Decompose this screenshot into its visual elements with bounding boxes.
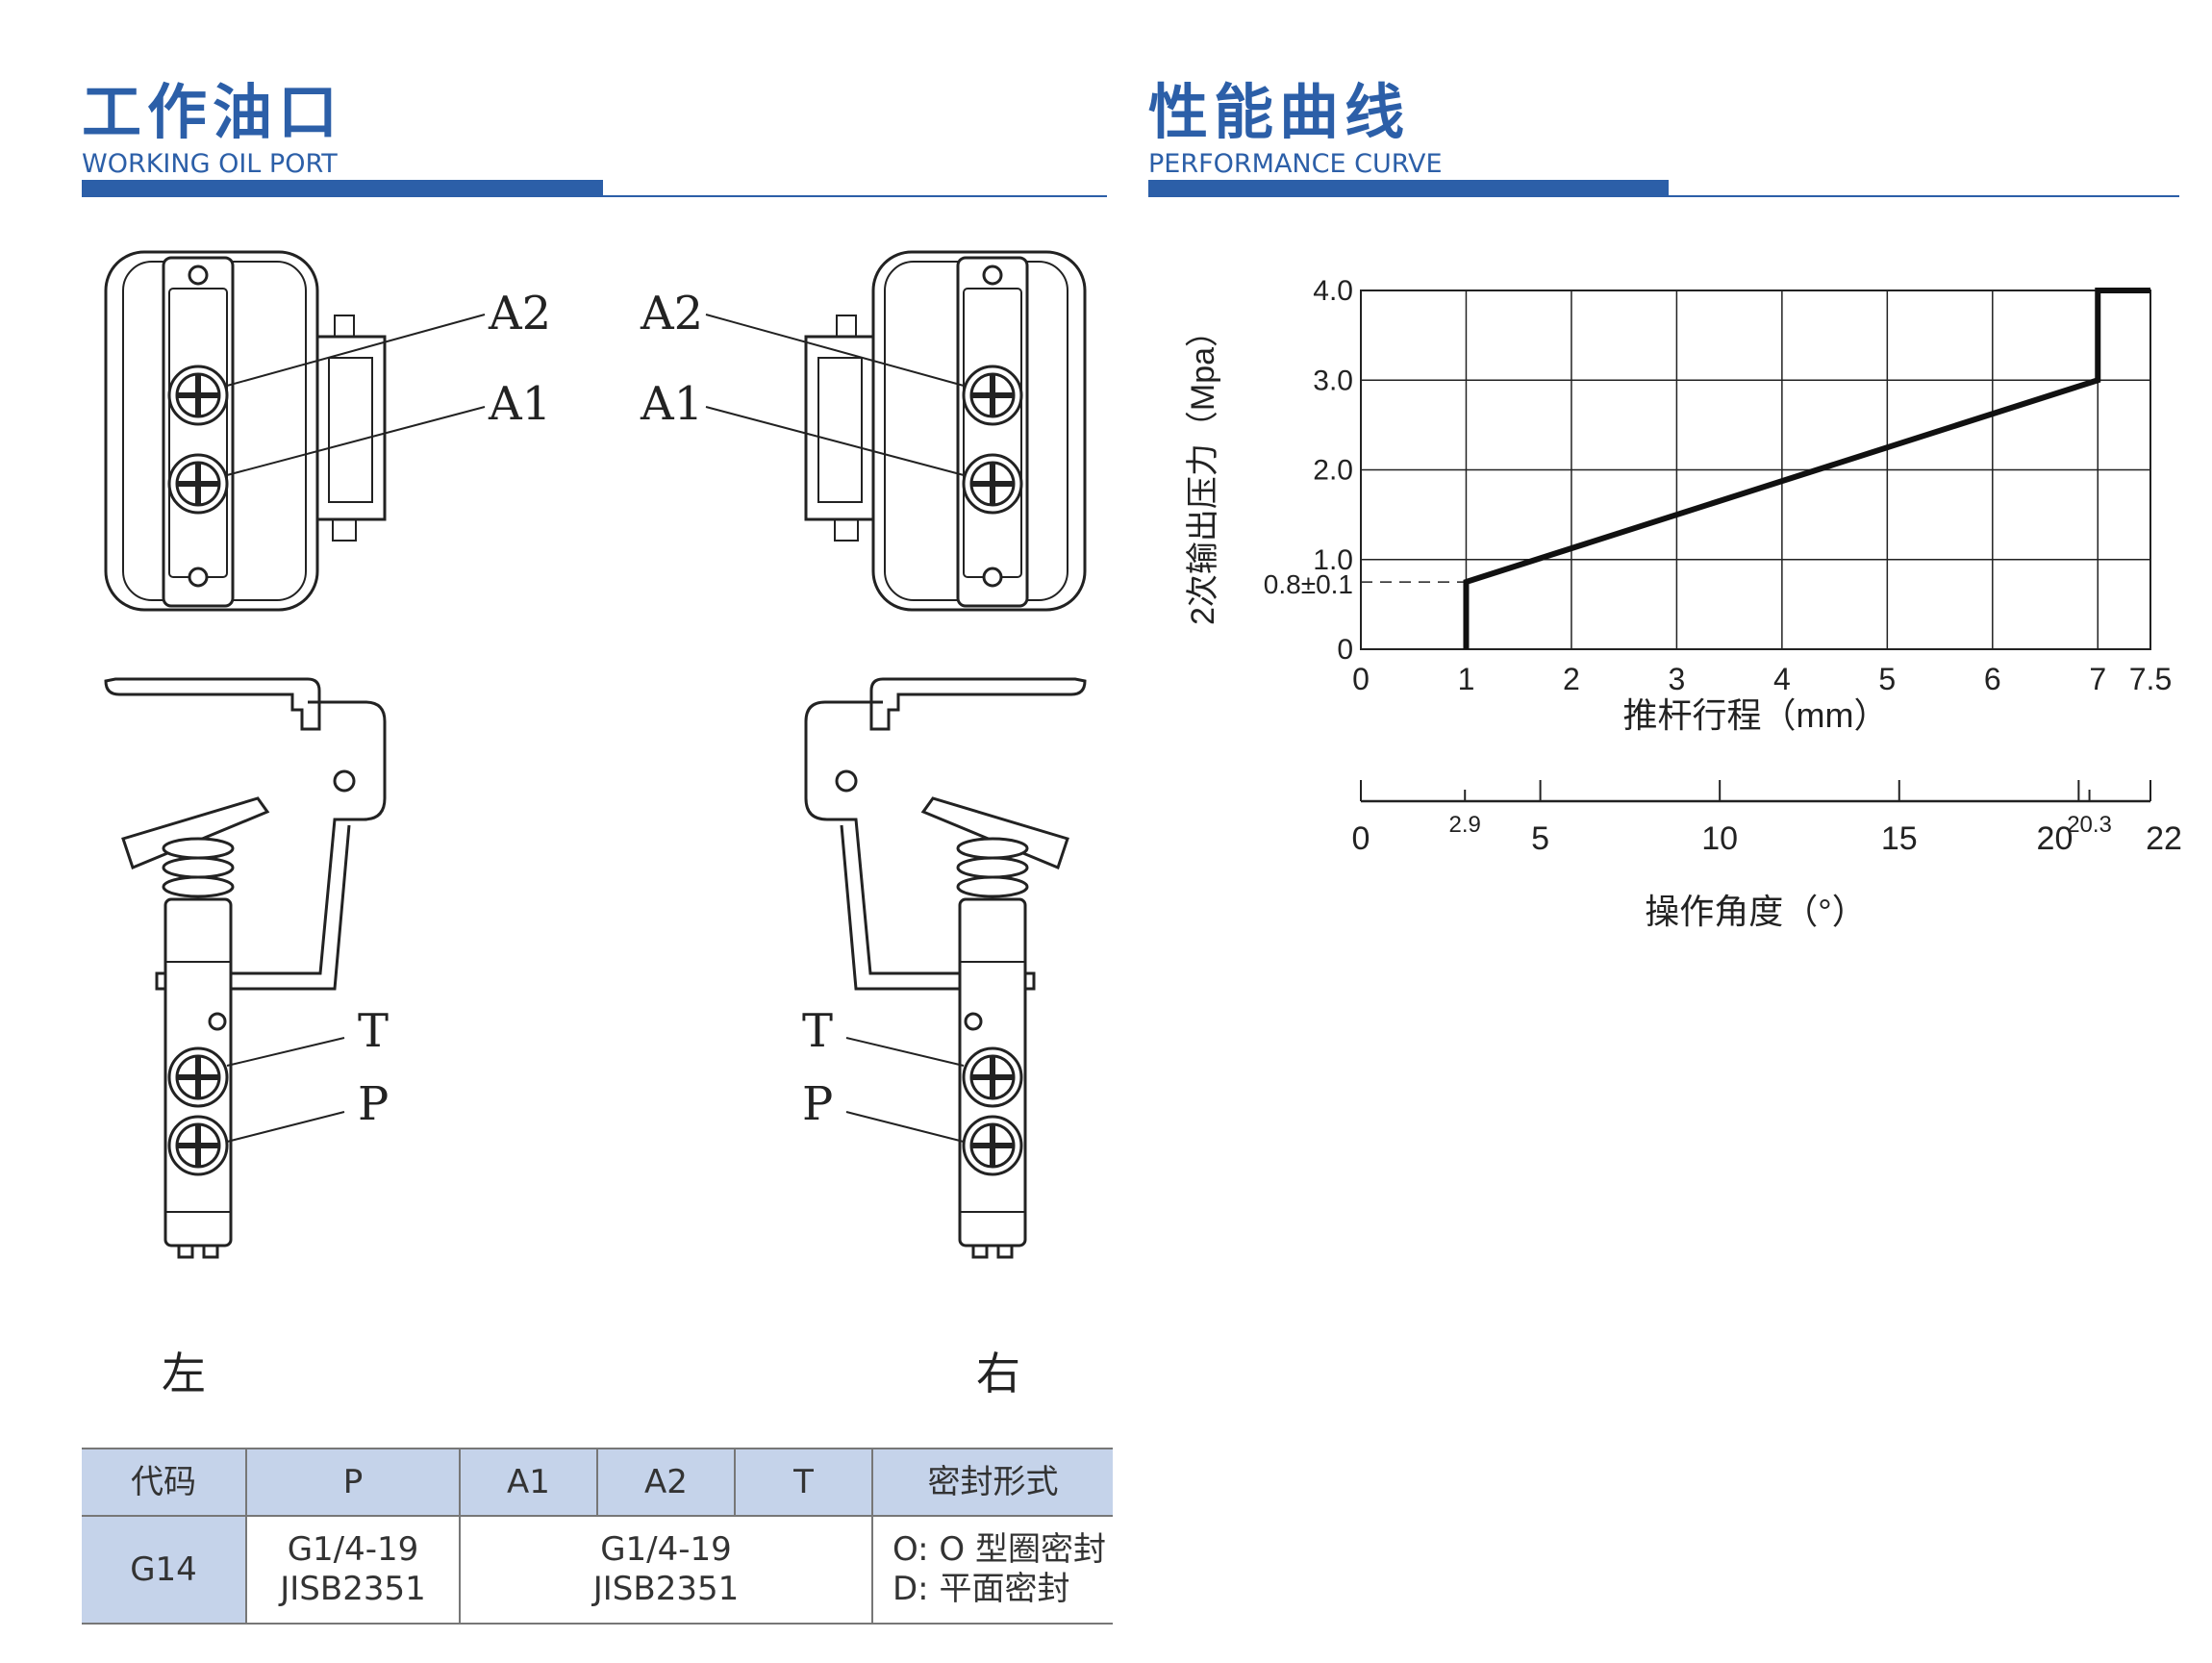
table-header-row: 代码 P A1 A2 T 密封形式 bbox=[82, 1448, 1113, 1517]
y-tick-label: 0 bbox=[1337, 634, 1353, 666]
angle-tick-label: 15 bbox=[1881, 820, 1918, 857]
y-tick-label: 1.0 bbox=[1313, 544, 1353, 576]
y-tick-label: 2.0 bbox=[1313, 455, 1353, 487]
angle-tick-label: 10 bbox=[1701, 820, 1738, 857]
cell-p-line1: G1/4-19 bbox=[287, 1530, 419, 1570]
cell-seal-line2: D: 平面密封 bbox=[892, 1570, 1070, 1608]
right-variant-label: 右 bbox=[976, 1348, 1020, 1399]
cell-code: G14 bbox=[82, 1515, 247, 1625]
cell-seal-line1: O: O 型圈密封 bbox=[892, 1530, 1106, 1570]
x-tick-label: 1 bbox=[1458, 662, 1475, 696]
cell-p-line2: JISB2351 bbox=[280, 1570, 426, 1608]
angle-axis-label: 操作角度（°） bbox=[1645, 892, 1866, 931]
performance-curve-subtitle: PERFORMANCE CURVE bbox=[1148, 149, 1443, 179]
x-axis-label: 推杆行程（mm） bbox=[1623, 695, 1889, 735]
x-tick-label: 7 bbox=[2089, 662, 2106, 696]
title-accent-bar bbox=[1148, 180, 1669, 195]
port-label-t-right: T bbox=[802, 1004, 834, 1058]
x-tick-label: 6 bbox=[1984, 662, 2001, 696]
pressure-curve bbox=[1463, 288, 2150, 649]
x-tick-label: 4 bbox=[1773, 662, 1791, 696]
x-tick-label: 3 bbox=[1669, 662, 1686, 696]
cell-a-line2: JISB2351 bbox=[592, 1570, 740, 1608]
angle-tick-label: 22 bbox=[2146, 820, 2182, 857]
header-code: 代码 bbox=[82, 1448, 247, 1517]
y-axis-label: 2次输出压力（Mpa） bbox=[1185, 315, 1221, 625]
angle-tick-label: 2.9 bbox=[1449, 812, 1481, 838]
port-label-a2-left: A2 bbox=[489, 287, 552, 340]
port-label-a1-right: A1 bbox=[641, 377, 704, 431]
header-a2: A2 bbox=[596, 1448, 736, 1517]
performance-curve-title: 性能曲线 bbox=[1148, 77, 1411, 147]
title-rule bbox=[1148, 195, 2179, 197]
x-tick-label: 2 bbox=[1563, 662, 1580, 696]
cell-a-line1: G1/4-19 bbox=[600, 1530, 732, 1570]
angle-tick-label: 20 bbox=[2037, 820, 2074, 857]
port-label-a1-left: A1 bbox=[489, 377, 552, 431]
header-p: P bbox=[245, 1448, 461, 1517]
port-label-p-right: P bbox=[802, 1077, 834, 1131]
x-tick-label: 7.5 bbox=[2129, 662, 2172, 696]
port-label-t-left: T bbox=[358, 1004, 390, 1058]
header-a1: A1 bbox=[459, 1448, 598, 1517]
tolerance-label: 0.8±0.1 bbox=[1264, 569, 1353, 599]
working-oil-port-subtitle: WORKING OIL PORT bbox=[82, 149, 338, 179]
header-t: T bbox=[734, 1448, 873, 1517]
angle-tick-label: 0 bbox=[1352, 820, 1370, 857]
port-label-p-left: P bbox=[358, 1077, 390, 1131]
working-oil-port-title: 工作油口 bbox=[82, 77, 344, 147]
angle-tick-label: 5 bbox=[1531, 820, 1549, 857]
angle-tick-label: 20.3 bbox=[2067, 812, 2112, 838]
title-accent-bar bbox=[82, 180, 603, 195]
x-tick-label: 5 bbox=[1878, 662, 1896, 696]
header-seal: 密封形式 bbox=[871, 1448, 1113, 1517]
x-tick-label: 0 bbox=[1352, 662, 1370, 696]
left-variant-label: 左 bbox=[162, 1348, 206, 1399]
y-tick-label: 3.0 bbox=[1313, 365, 1353, 396]
port-label-a2-right: A2 bbox=[641, 287, 704, 340]
title-rule bbox=[82, 195, 1107, 197]
y-tick-label: 4.0 bbox=[1313, 275, 1353, 307]
